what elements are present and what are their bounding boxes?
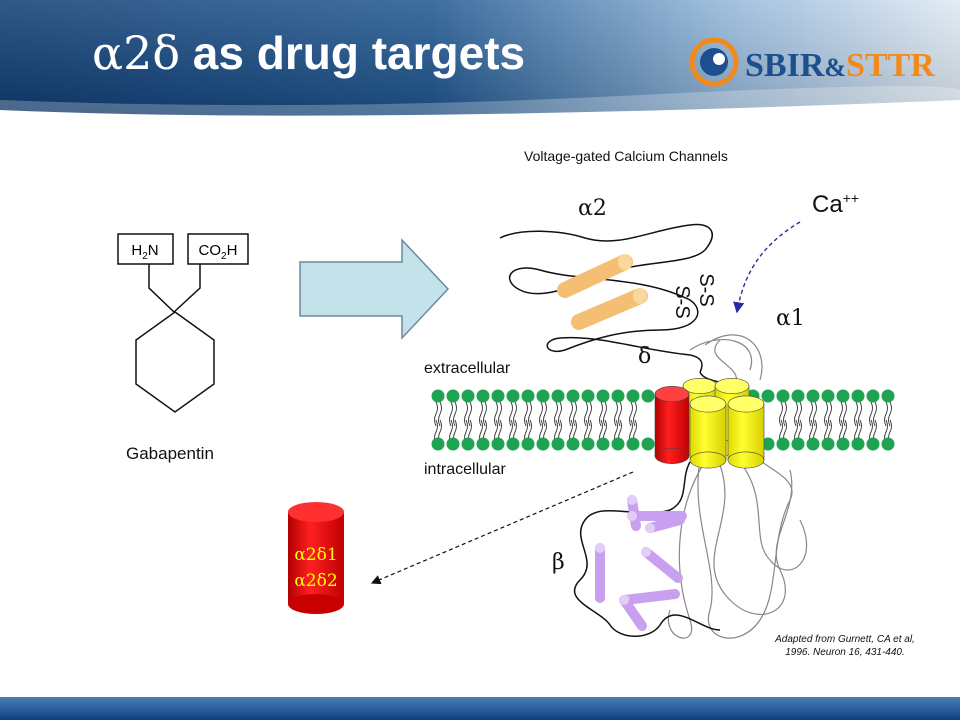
intracellular-loop xyxy=(573,461,721,637)
extracellular-label: extracellular xyxy=(424,360,511,377)
gabapentin-structure xyxy=(117,233,249,413)
alpha2-helix-1 xyxy=(557,254,633,298)
citation: Adapted from Gurnett, CA et al,1996. Neu… xyxy=(775,634,915,658)
alpha2-helix-2 xyxy=(571,288,648,330)
alpha1-label: α1 xyxy=(776,306,805,331)
block-arrow xyxy=(299,238,450,340)
co2h-label: CO2H xyxy=(199,242,238,262)
calcium-influx-arrow xyxy=(733,221,801,314)
footer-bar xyxy=(0,697,960,720)
beta-subunit xyxy=(595,495,687,631)
logo-ampersand: & xyxy=(824,53,846,82)
isoform-arrow xyxy=(370,471,634,585)
disulfide-bond-2: S-S xyxy=(671,285,693,318)
intracellular-label: intracellular xyxy=(424,461,506,478)
alpha2-label: α2 xyxy=(578,196,607,221)
svg-text:SBIR&STTR: SBIR&STTR xyxy=(745,47,935,84)
sbir-sttr-logo: SBIR&STTR xyxy=(689,37,935,87)
gabapentin-label: Gabapentin xyxy=(126,444,214,463)
page-title: α2δ as drug targets xyxy=(92,26,525,80)
alpha1-loops xyxy=(667,334,808,639)
title-text: as drug targets xyxy=(180,27,526,79)
logo-sbir: SBIR xyxy=(745,47,825,84)
title-greek: α2δ xyxy=(92,26,181,80)
channel-heading: Voltage-gated Calcium Channels xyxy=(524,148,728,164)
alpha2delta2-label: α2δ2 xyxy=(294,571,337,591)
alpha2delta-cylinder xyxy=(288,502,344,614)
h2n-label: H2N xyxy=(131,242,158,262)
logo-sttr: STTR xyxy=(846,47,935,84)
header-banner xyxy=(0,0,960,122)
disulfide-bond-1: S-S xyxy=(695,273,717,306)
beta-label: β xyxy=(552,550,565,575)
alpha2delta1-label: α2δ1 xyxy=(294,545,337,565)
calcium-label: Ca++ xyxy=(812,190,860,218)
alpha1-pore xyxy=(654,378,765,469)
delta-label: δ xyxy=(638,344,652,369)
